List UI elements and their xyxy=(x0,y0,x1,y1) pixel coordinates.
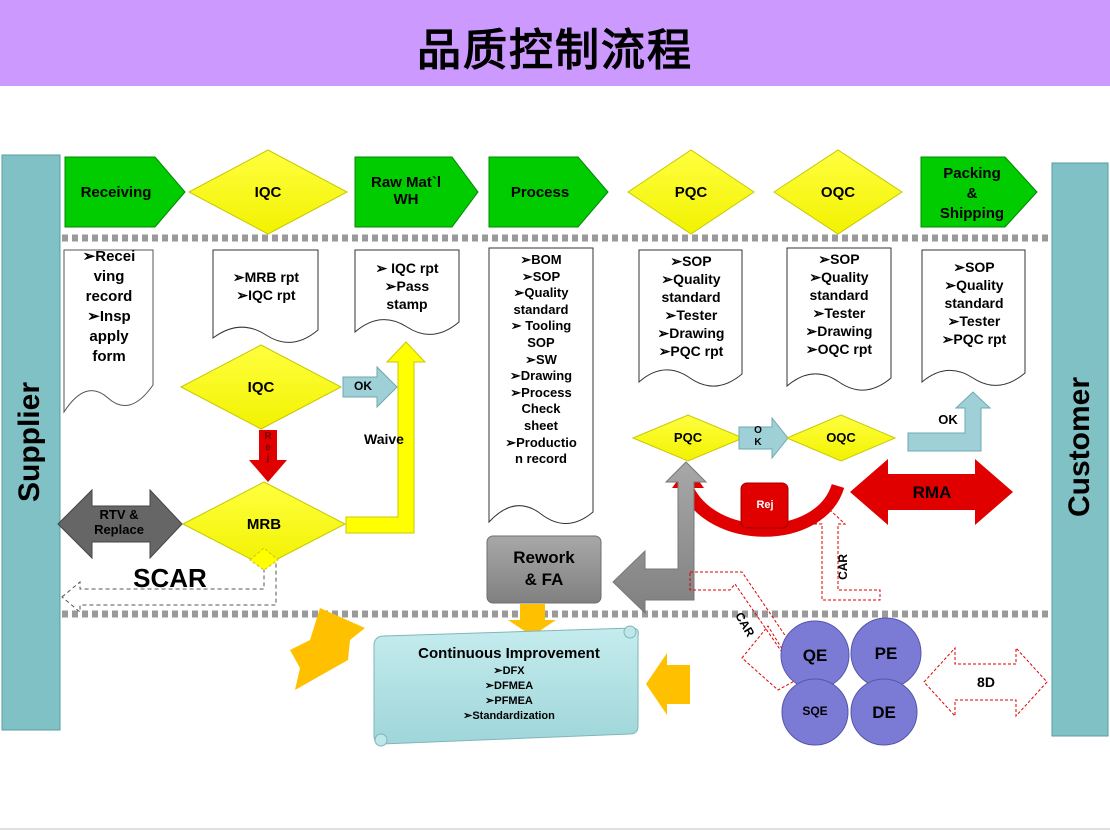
receiving-doc xyxy=(63,249,154,414)
oqc-doc xyxy=(786,247,892,391)
scar-label: SCAR xyxy=(133,563,207,593)
ok3-label: OK xyxy=(938,412,958,427)
ci-scroll-curl-bottom xyxy=(374,733,388,747)
iqc2-label: IQC xyxy=(247,379,275,396)
rej2-box xyxy=(740,482,789,529)
oqc-diamond xyxy=(773,149,903,235)
ci-item: ➢DFMEA xyxy=(484,680,534,692)
ci-scroll xyxy=(373,627,639,745)
raw-wh-label: Raw Mat`l WH xyxy=(370,174,441,209)
rtv-arrow xyxy=(57,488,183,560)
scar-arrow xyxy=(61,559,277,614)
car1-arrow xyxy=(689,571,796,659)
ci-scroll-curl-top xyxy=(623,625,637,639)
rej2-curve xyxy=(679,483,845,537)
packing-doc-text: ➢SOP ➢Quality standard ➢Tester ➢PQC rpt xyxy=(941,259,1007,347)
waive-label: Waive xyxy=(364,431,404,447)
pqc2-label: PQC xyxy=(673,430,703,445)
pqc-diamond xyxy=(627,149,755,235)
pe-label: PE xyxy=(874,644,898,663)
process-doc-text: ➢BOM ➢SOP ➢Quality standard ➢ Tooling SO… xyxy=(505,252,577,467)
ci-list: ➢DFX ➢DFMEA ➢PFMEA ➢Standardization xyxy=(390,664,628,724)
rej1-label: R e j xyxy=(264,431,272,464)
sqe-label: SQE xyxy=(802,704,828,718)
qe-label: QE xyxy=(802,646,828,665)
sqe-circle xyxy=(781,678,849,746)
ok2-arrow xyxy=(738,416,789,460)
customer-label: Customer xyxy=(1063,376,1096,517)
rej1-arrow xyxy=(249,430,287,482)
ok1-label: OK xyxy=(354,379,372,393)
rework-box xyxy=(486,535,602,604)
receiving-shape xyxy=(64,156,186,228)
pqc-doc-text: ➢SOP ➢Quality standard ➢Tester ➢Drawing … xyxy=(657,253,725,359)
oqc-doc-text: ➢SOP ➢Quality standard ➢Tester ➢Drawing … xyxy=(805,251,873,357)
pqc-label: PQC xyxy=(674,184,708,201)
rma-arrow xyxy=(850,459,1013,525)
orange-bolt xyxy=(290,608,365,690)
receiving-doc-text: ➢Recei ving record ➢Insp apply form xyxy=(82,248,136,365)
process-label: Process xyxy=(510,184,570,201)
title-banner: 品质控制流程 xyxy=(0,0,1110,86)
rework-down-arrow xyxy=(508,604,556,636)
oqc2-label: OQC xyxy=(826,430,856,445)
supplier-bar xyxy=(1,154,61,731)
rej2-label: Rej xyxy=(756,499,774,511)
ci-item: ➢PFMEA xyxy=(485,695,533,707)
packing-label: Packing & Shipping xyxy=(939,165,1005,222)
supplier-label: Supplier xyxy=(13,382,46,503)
receiving-label: Receiving xyxy=(80,184,152,201)
ci-title: Continuous Improvement xyxy=(418,645,600,662)
rtv-label: RTV & Replace xyxy=(94,507,144,537)
packing-doc xyxy=(921,249,1026,386)
ok3-arrow xyxy=(907,391,992,452)
process-shape xyxy=(488,156,609,228)
iqc-diamond xyxy=(187,149,349,235)
ok1-arrow xyxy=(342,365,398,409)
car2-label: CAR xyxy=(836,553,851,580)
wh-doc xyxy=(354,249,460,335)
pqc-doc xyxy=(638,249,743,387)
iqc-label: IQC xyxy=(254,184,282,201)
iqc-doc-text: ➢MRB rpt ➢IQC rpt xyxy=(232,269,300,303)
raw-wh-shape xyxy=(354,156,479,228)
iqc2-diamond xyxy=(179,344,343,430)
de-label: DE xyxy=(872,703,896,722)
mrb-diamond xyxy=(181,481,347,567)
eight-d-label: 8D xyxy=(977,674,995,690)
rma-label: RMA xyxy=(912,483,952,502)
ci-left-arrow xyxy=(646,653,690,715)
rework-label: Rework & FA xyxy=(513,548,575,589)
de-circle xyxy=(850,678,918,746)
scar-tip xyxy=(249,547,279,571)
iqc-doc xyxy=(212,249,319,343)
oqc2-diamond xyxy=(785,414,897,462)
oqc-label: OQC xyxy=(820,184,856,201)
wh-doc-text: ➢ IQC rpt ➢Pass stamp xyxy=(375,260,439,312)
packing-shape xyxy=(920,156,1038,228)
customer-bar xyxy=(1051,162,1109,737)
eight-d-arrow xyxy=(923,646,1048,718)
process-doc xyxy=(488,247,594,524)
ok2-label: O K xyxy=(754,425,762,448)
ci-item: ➢Standardization xyxy=(463,710,555,722)
ci-item: ➢DFX xyxy=(493,665,525,677)
page-title: 品质控制流程 xyxy=(417,25,693,76)
gray-arrow xyxy=(612,461,708,615)
waive-arrow xyxy=(345,341,427,534)
mrb-label: MRB xyxy=(246,516,282,533)
car2-arrow xyxy=(813,509,881,601)
bottom-rule xyxy=(0,828,1110,830)
